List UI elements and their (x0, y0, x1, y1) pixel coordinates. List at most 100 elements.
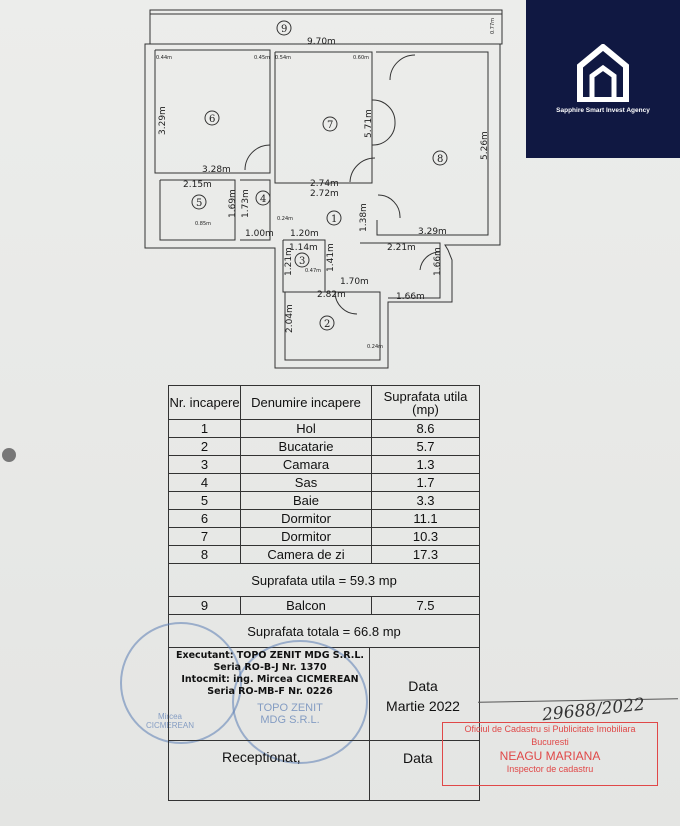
room-area: 5.7 (371, 437, 480, 456)
date-label: Data (408, 678, 438, 694)
date2-label: Data (403, 750, 433, 766)
header-name: Denumire incapere (240, 385, 372, 420)
small-dimension: 0.85m (195, 221, 211, 227)
door-arc (244, 144, 271, 171)
dimension-label: 1.69m (228, 189, 238, 218)
useful-area-total: Suprafata utila = 59.3 mp (168, 563, 480, 597)
room-name: Sas (240, 473, 372, 492)
room-8-walls (376, 51, 489, 236)
room-6-walls (154, 49, 271, 174)
signature-block: Executant: TOPO ZENIT MDG S.R.L. Seria R… (168, 648, 480, 801)
executant-line: Intocmit: ing. Mircea CICMEREAN (181, 674, 359, 685)
room-nr: 5 (168, 491, 241, 510)
dimension-label: 1.66m (433, 247, 443, 276)
dimension-label: 1.73m (241, 189, 251, 218)
room-nr: 3 (168, 455, 241, 474)
dimension-label: 1.21m (284, 247, 294, 276)
room-name: Dormitor (240, 527, 372, 546)
ocpi-line: Inspector de cadastru (506, 764, 594, 774)
executant-line: Seria RO-B-J Nr. 1370 (213, 662, 327, 673)
dimension-label: 5.71m (364, 109, 374, 138)
door-arc (334, 291, 358, 315)
small-dimension: 0.24m (277, 216, 293, 222)
dimension-label: 1.14m (289, 243, 318, 253)
room-number: 4 (260, 194, 266, 205)
room-nr: 7 (168, 527, 241, 546)
room-number: 8 (437, 154, 443, 165)
header-area: Suprafata utila (mp) (371, 385, 480, 420)
dimension-label: 1.66m (396, 292, 425, 302)
grand-area-total: Suprafata totala = 66.8 mp (168, 614, 480, 648)
small-dimension: 0.54m (275, 55, 291, 61)
room-name: Baie (240, 491, 372, 510)
rooms-table: Nr. incapere Denumire incapere Suprafata… (168, 385, 480, 648)
agency-logo: Sapphire Smart Invest Agency (526, 0, 680, 158)
room-area: 3.3 (371, 491, 480, 510)
executant-line: Executant: TOPO ZENIT MDG S.R.L. (175, 650, 365, 661)
ocpi-stamp: Oficiul de Cadastru si Publicitate Imobi… (442, 722, 658, 786)
executant-line: Seria RO-MB-F Nr. 0226 (207, 686, 333, 697)
room-area: 8.6 (371, 419, 480, 438)
ocpi-inspector: NEAGU MARIANA (499, 749, 601, 763)
room-2-walls (284, 291, 381, 361)
small-dimension: 0.44m (156, 55, 172, 61)
dimension-label: 2.72m (310, 189, 339, 199)
door-arc (371, 99, 396, 146)
room-number: 7 (327, 120, 333, 131)
dimension-label: 2.15m (183, 180, 212, 190)
room-name: Camera de zi (240, 545, 372, 564)
table-header-row: Nr. incapere Denumire incapere Suprafata… (168, 385, 480, 420)
room-name: Hol (240, 419, 372, 438)
dimension-label: 3.28m (202, 165, 231, 175)
dimension-label: 2.74m (310, 179, 339, 189)
room-number: 3 (299, 256, 305, 267)
executant-info: Executant: TOPO ZENIT MDG S.R.L. Seria R… (173, 650, 367, 698)
dimension-label: 5.26m (480, 131, 490, 160)
dimension-label: 1.41m (326, 243, 336, 272)
room-name: Dormitor (240, 509, 372, 528)
dimension-label: 2.21m (387, 243, 416, 253)
room-5-walls (159, 179, 236, 241)
stamp-company: TOPO ZENIT MDG S.R.L. (257, 702, 323, 726)
dimension-label: 2.82m (317, 290, 346, 300)
small-dimension: 0.47m (305, 268, 321, 274)
punch-hole (2, 448, 16, 462)
room-number: 6 (209, 114, 215, 125)
door-arc (349, 157, 376, 183)
dimension-label: 1.20m (290, 229, 319, 239)
small-dimension: 0.77m (490, 18, 496, 34)
date-block: Data Martie 2022 (368, 676, 478, 716)
dimension-label: 9.70m (307, 37, 336, 47)
room-nr: 9 (168, 596, 241, 615)
room-number: 9 (281, 24, 287, 35)
dimension-label: 2.04m (285, 304, 295, 333)
room-area: 11.1 (371, 509, 480, 528)
room-nr: 1 (168, 419, 241, 438)
room-nr: 4 (168, 473, 241, 492)
room-area: 7.5 (371, 596, 480, 615)
room-nr: 2 (168, 437, 241, 456)
date-value: Martie 2022 (386, 698, 460, 714)
dimension-label: 1.70m (340, 277, 369, 287)
agency-name: Sapphire Smart Invest Agency (556, 107, 650, 114)
small-dimension: 0.45m (254, 55, 270, 61)
room-number: 2 (324, 319, 330, 330)
room-area: 17.3 (371, 545, 480, 564)
room-area: 1.3 (371, 455, 480, 474)
dimension-label: 3.29m (418, 227, 447, 237)
house-logo-icon (577, 44, 629, 102)
small-dimension: 0.24m (367, 344, 383, 350)
room-area: 10.3 (371, 527, 480, 546)
dimension-label: 1.00m (245, 229, 274, 239)
room-name: Bucatarie (240, 437, 372, 456)
door-arc (419, 251, 441, 271)
dimension-label: 3.29m (158, 106, 168, 135)
small-dimension: 0.60m (353, 55, 369, 61)
